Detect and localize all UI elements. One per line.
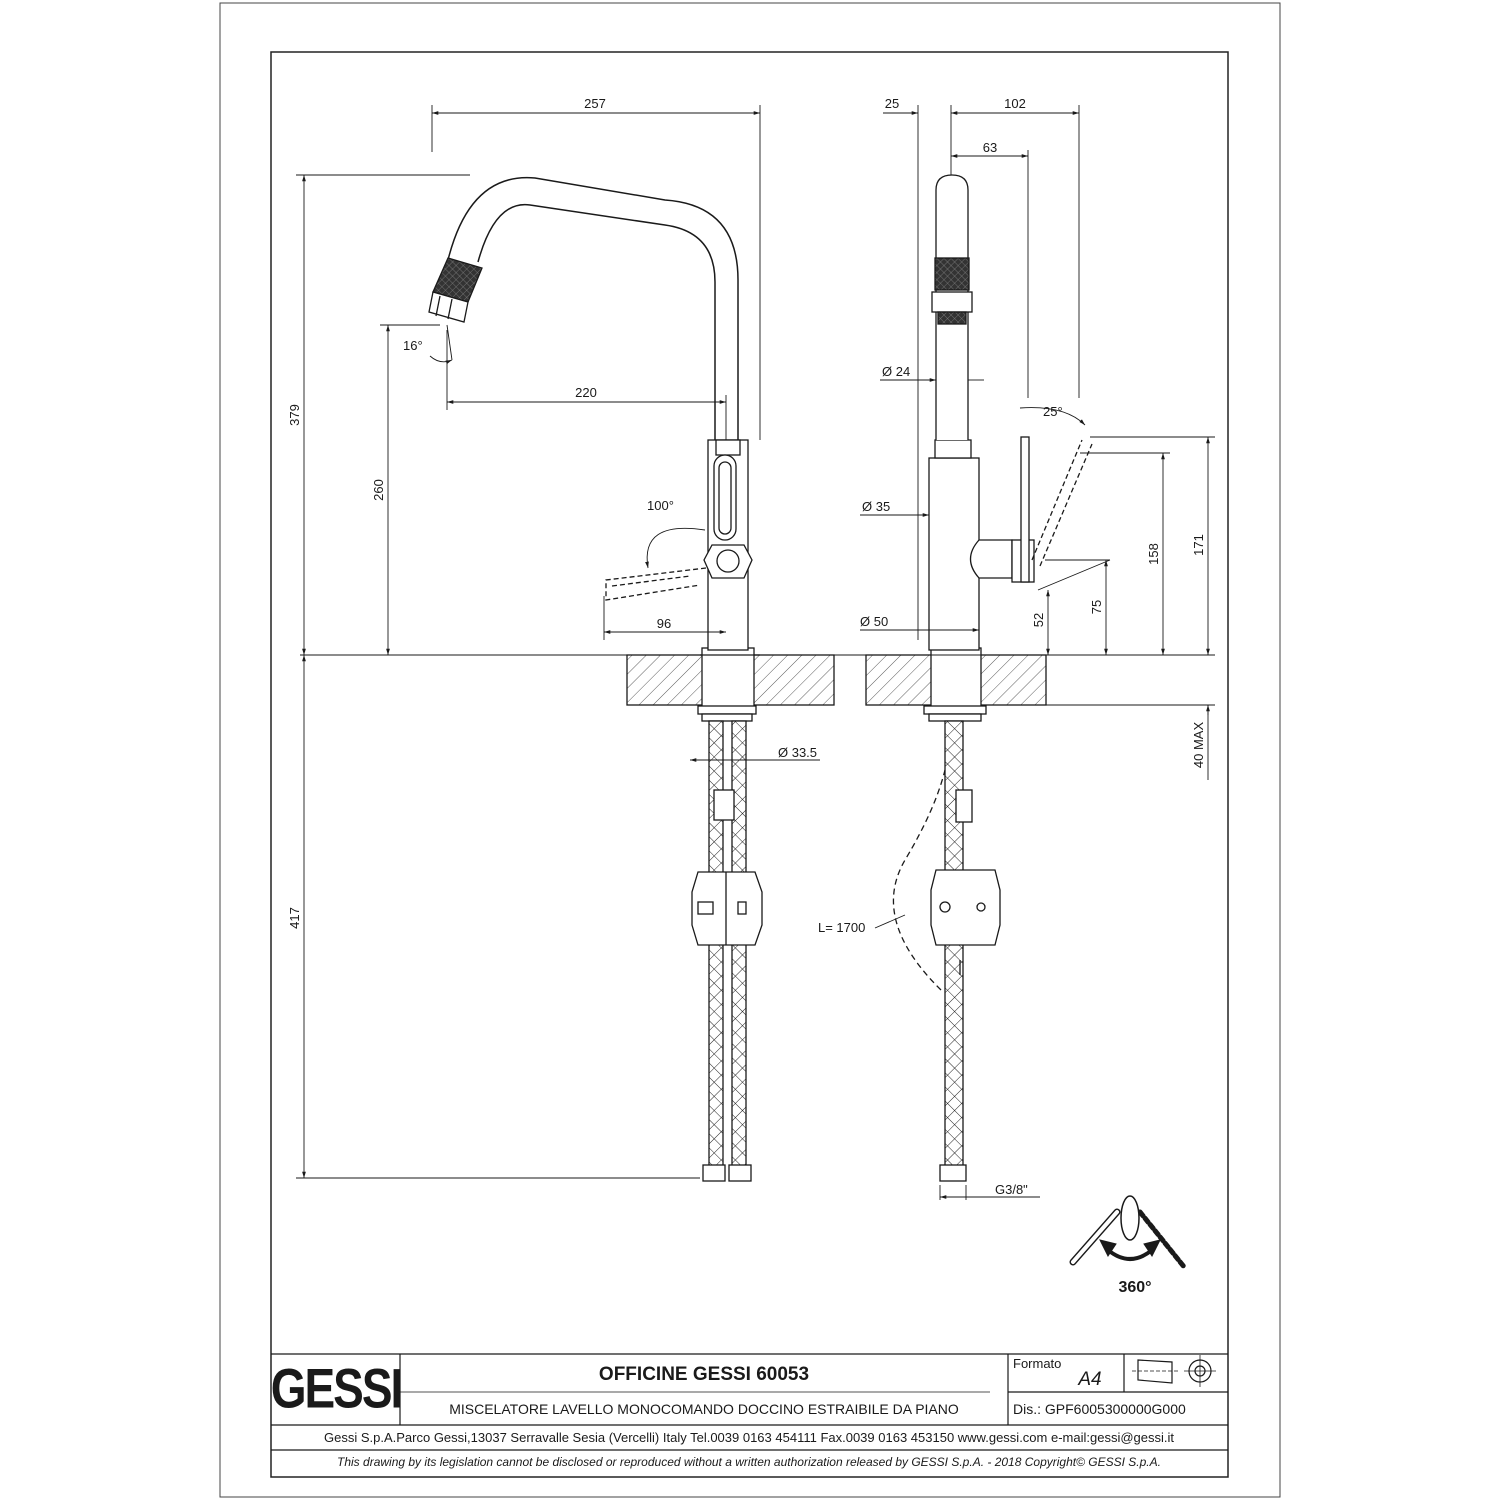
dim-hose-length: L= 1700 (818, 920, 865, 935)
dim-96: 96 (657, 616, 671, 631)
dim-25-deg: 25° (1043, 404, 1063, 419)
dim-379: 379 (287, 404, 302, 426)
drawing-number: Dis.: GPF6005300000G000 (1013, 1401, 1186, 1417)
dim-dia-35: Ø 35 (862, 499, 890, 514)
title-block (271, 1353, 1228, 1451)
hose-weight-right (930, 869, 1001, 946)
left-view (428, 176, 835, 1182)
format-value: A4 (1077, 1369, 1101, 1390)
hose-right (944, 720, 964, 1172)
gessi-logo: GESSI (271, 1358, 402, 1420)
dim-16-deg: 16° (403, 338, 423, 353)
dim-thread: G3/8" (995, 1182, 1028, 1197)
product-title: OFFICINE GESSI 60053 (599, 1364, 809, 1385)
dim-257: 257 (584, 96, 606, 111)
dim-220: 220 (575, 385, 597, 400)
dim-63: 63 (983, 140, 997, 155)
dimension-labels: 257 379 417 260 220 16° 100° 96 Ø 33.5 2… (287, 96, 1206, 1296)
format-label: Formato (1013, 1356, 1061, 1371)
dim-33-5: Ø 33.5 (778, 745, 817, 760)
dim-360-deg: 360° (1118, 1279, 1151, 1296)
dim-102: 102 (1004, 96, 1026, 111)
product-description: MISCELATORE LAVELLO MONOCOMANDO DOCCINO … (449, 1401, 959, 1417)
dimension-lines (296, 105, 1215, 1200)
dim-52: 52 (1031, 613, 1046, 627)
dim-158: 158 (1146, 543, 1161, 565)
dim-75: 75 (1089, 600, 1104, 614)
spout-left (447, 176, 739, 440)
dim-100-deg: 100° (647, 498, 674, 513)
lever-right (1020, 436, 1030, 583)
dim-40-max: 40 MAX (1191, 722, 1206, 769)
inner-border (270, 51, 1229, 1478)
hose-weight-left (691, 871, 763, 946)
dim-417: 417 (287, 907, 302, 929)
right-view (865, 174, 1093, 1182)
dim-25: 25 (885, 96, 899, 111)
dim-dia-24: Ø 24 (882, 364, 910, 379)
copyright-disclaimer: This drawing by its legislation cannot b… (337, 1455, 1161, 1469)
dim-260: 260 (371, 479, 386, 501)
dim-dia-50: Ø 50 (860, 614, 888, 629)
hose-left-a (708, 720, 724, 1172)
rotation-360-icon (1069, 1195, 1188, 1271)
outer-border (219, 2, 1281, 1498)
company-address: Gessi S.p.A.Parco Gessi,13037 Serravalle… (324, 1430, 1174, 1445)
hose-left-b (731, 720, 747, 1172)
dim-171: 171 (1191, 534, 1206, 556)
